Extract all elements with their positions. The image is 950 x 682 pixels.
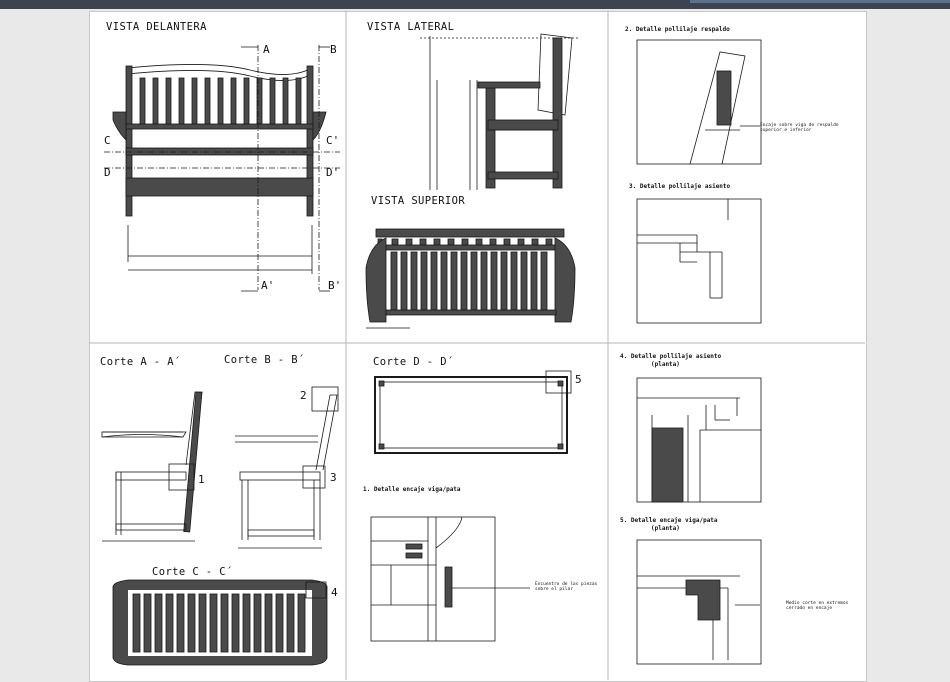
detail-2-drawing: [636, 39, 762, 165]
section-mark-a-prime: A': [261, 279, 275, 292]
section-cc-drawing: [112, 579, 328, 666]
section-dd-drawing: [374, 370, 572, 454]
detail-5-subtitle: (planta): [651, 525, 680, 532]
view-title-front: VISTA DELANTERA: [106, 21, 207, 33]
window-title-bar: [0, 0, 950, 9]
detail-2-title: 2. Detalle pollilaje respaldo: [625, 26, 730, 33]
detail-3-title: 3. Detalle pollilaje asiento: [629, 183, 731, 190]
section-mark-b-prime: B': [328, 279, 342, 292]
callout-5: 5: [575, 373, 582, 386]
callout-1: 1: [198, 473, 205, 486]
detail-5-drawing: [636, 539, 762, 665]
detail-4-subtitle: (planta): [651, 361, 680, 368]
detail-5-title: 5. Detalle encaje viga/pata: [620, 517, 718, 524]
front-view-drawing: [104, 45, 340, 292]
view-title-side: VISTA LATERAL: [367, 21, 455, 33]
detail-1-note: Encuentro de las piezas sobre el pilar: [535, 582, 598, 592]
callout-2: 2: [300, 389, 307, 402]
top-view-drawing: [365, 228, 576, 329]
callout-3: 3: [330, 471, 337, 484]
detail-4-drawing: [636, 377, 762, 503]
section-mark-d-prime: D': [326, 166, 340, 179]
section-title-cc: Corte C - C´: [152, 566, 233, 578]
section-bb-drawing: [235, 386, 339, 549]
section-title-bb: Corte B - B´: [224, 354, 305, 366]
detail-3-drawing: [636, 198, 762, 324]
panel-frames: [89, 11, 865, 680]
detail-1-drawing: [370, 516, 530, 642]
side-view-drawing: [420, 33, 580, 190]
section-mark-c: C: [104, 134, 111, 147]
section-title-dd: Corte D - D´: [373, 356, 454, 368]
detail-5-note: Medio corte en extremos cerrado en encaj…: [786, 601, 849, 611]
callout-4: 4: [331, 586, 338, 599]
detail-2-note: Encaje sobre viga de respaldo superior e…: [760, 123, 839, 133]
section-mark-a: A: [263, 43, 270, 56]
detail-1-title: 1. Detalle encaje viga/pata: [363, 486, 461, 493]
title-bar-highlight: [690, 0, 950, 3]
section-aa-drawing: [101, 391, 203, 542]
section-title-aa: Corte A - A´: [100, 356, 181, 368]
section-mark-b: B: [330, 43, 337, 56]
view-title-top: VISTA SUPERIOR: [371, 195, 466, 207]
section-mark-d: D: [104, 166, 111, 179]
detail-4-title: 4. Detalle pollilaje asiento: [620, 353, 722, 360]
section-mark-c-prime: C': [326, 134, 340, 147]
